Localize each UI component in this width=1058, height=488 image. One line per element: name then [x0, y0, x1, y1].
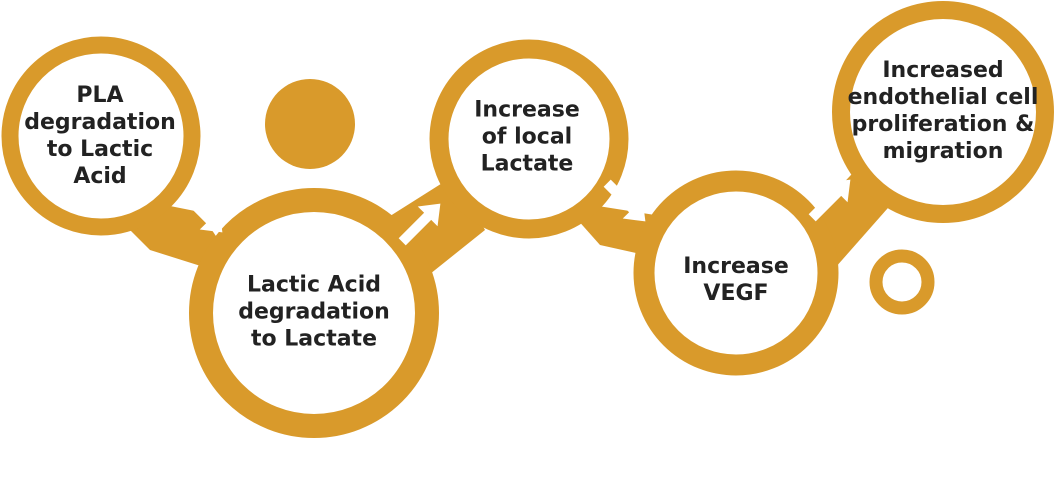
label-line: Increase — [474, 97, 580, 123]
label-line: migration — [882, 139, 1004, 164]
label-line: Lactate — [480, 151, 574, 177]
label-line: VEGF — [703, 281, 769, 306]
label-line: endothelial cell — [847, 85, 1039, 110]
node-2-circle — [189, 188, 439, 438]
label-line: to Lactate — [250, 326, 377, 352]
label-line: Increased — [882, 58, 1004, 83]
node-endothelial-proliferation-label: Increased endothelial cell proliferation… — [848, 57, 1039, 165]
node-local-lactate-label: Increase of local Lactate — [474, 97, 580, 178]
decorative-ring-icon — [869, 249, 935, 315]
label-line: PLA — [76, 83, 124, 108]
label-line: to Lactic — [46, 137, 154, 162]
node-4-circle — [633, 170, 839, 376]
label-line: Increase — [683, 254, 789, 279]
arrow-right-down-icon — [180, 190, 223, 233]
label-line: degradation — [24, 110, 176, 135]
label-line: Lactic Acid — [246, 272, 382, 298]
node-pla-degradation-label: PLA degradation to Lactic Acid — [24, 82, 176, 190]
label-line: of local — [481, 124, 573, 150]
node-lactic-acid-degradation-label: Lactic Acid degradation to Lactate — [238, 272, 390, 353]
arrow-right-down-icon — [603, 179, 646, 222]
label-line: degradation — [238, 299, 390, 325]
circles — [1, 1, 1054, 438]
arrows — [180, 179, 851, 246]
node-3-circle — [429, 39, 629, 239]
label-line: Acid — [73, 164, 127, 189]
node-5-circle — [832, 1, 1054, 223]
arrow-right-up-icon — [398, 203, 441, 246]
decorative-filled-dot-icon — [265, 79, 355, 169]
node-increase-vegf-label: Increase VEGF — [683, 253, 789, 307]
node-1-circle — [1, 36, 201, 236]
arrow-right-up-icon — [808, 179, 851, 222]
label-line: proliferation & — [851, 112, 1035, 137]
